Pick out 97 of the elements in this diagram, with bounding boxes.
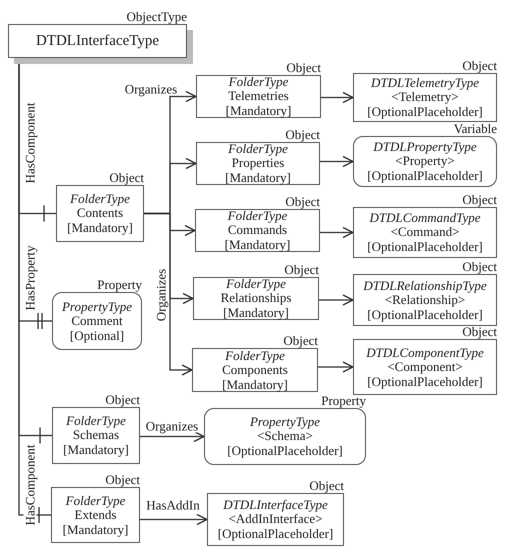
type-name: DTDLCommandType (370, 211, 480, 225)
connector (144, 212, 193, 376)
node-class-label: Variable (454, 122, 497, 135)
node-box (193, 277, 319, 320)
browse-name: <Telemetry> (391, 90, 459, 104)
connector (318, 361, 354, 373)
node-box (56, 185, 144, 242)
rounded-box (52, 292, 142, 350)
connector (140, 514, 208, 526)
node-class-label: Object (462, 325, 497, 338)
browse-name: <Property> (395, 154, 455, 168)
modelling-rule: [Optional] (70, 328, 124, 342)
node-box (195, 209, 320, 252)
modelling-rule: [Mandatory] (62, 522, 128, 536)
type-name: DTDLTelemetryType (370, 76, 480, 90)
connector (319, 294, 354, 306)
modelling-rule: [OptionalPlaceholder] (367, 169, 483, 183)
node-box (196, 142, 320, 185)
node-class-label: Object (286, 61, 321, 74)
browse-name: <AddInInterface> (228, 512, 323, 526)
node-box (51, 487, 140, 543)
node-box (207, 493, 344, 546)
browse-name: Telemetries (228, 89, 289, 103)
type-name: FolderType (226, 277, 286, 291)
type-name: DTDLRelationshipType (363, 278, 487, 292)
connector (320, 226, 354, 238)
connector (320, 156, 354, 168)
browse-name: Components (222, 362, 288, 376)
browse-name: <Component> (387, 360, 463, 374)
edge-label: Organizes (124, 82, 178, 96)
type-name: FolderType (225, 348, 285, 362)
browse-name: Properties (232, 156, 284, 170)
node-class-label: Object (462, 260, 497, 273)
type-name: FolderType (66, 494, 126, 508)
type-name: PropertyType (62, 300, 132, 314)
node-class-label: Object (462, 59, 497, 72)
browse-name: <Command> (390, 225, 460, 239)
node-class-label: Object (109, 171, 144, 184)
browse-name: Extends (74, 508, 116, 522)
modelling-rule: [OptionalPlaceholder] (367, 308, 483, 322)
modelling-rule: [Mandatory] (63, 443, 129, 457)
modelling-rule: [Mandatory] (223, 306, 289, 320)
type-name: DTDLComponentType (366, 346, 484, 360)
modelling-rule: [Mandatory] (224, 238, 290, 252)
node-class-label: Object (284, 263, 319, 276)
modelling-rule: [OptionalPlaceholder] (227, 444, 343, 458)
node-box (353, 339, 497, 395)
browse-name: <Schema> (257, 429, 313, 443)
modelling-rule: [Mandatory] (222, 378, 288, 392)
type-name: FolderType (66, 414, 126, 428)
browse-name: Schemas (72, 428, 120, 442)
browse-name: Relationships (220, 291, 292, 305)
edge-label: Organizes (144, 420, 200, 432)
modelling-rule: [OptionalPlaceholder] (367, 374, 483, 388)
node-class-label: Property (97, 278, 142, 291)
type-name: DTDLPropertyType (373, 140, 477, 154)
edge-label: HasProperty (24, 244, 36, 312)
type-name: FolderType (228, 75, 288, 89)
browse-name: Commands (228, 223, 288, 237)
node-class-label: Property (321, 394, 366, 407)
node-class-label: Object (309, 479, 344, 492)
edge-label: HasComponent (24, 102, 36, 184)
edge-label: HasComponent (24, 444, 36, 526)
modelling-rule: [OptionalPlaceholder] (367, 105, 483, 119)
modelling-rule: [Mandatory] (67, 221, 133, 235)
edge-label: HasAddIn (145, 498, 201, 512)
modelling-rule: [OptionalPlaceholder] (367, 240, 483, 254)
modelling-rule: [Mandatory] (225, 171, 291, 185)
node-name: DTDLInterfaceType (36, 34, 160, 48)
rounded-box (204, 408, 366, 465)
node-box (353, 274, 497, 326)
type-name: DTDLInterfaceType (223, 498, 328, 512)
edge-label: Organizes (154, 268, 168, 322)
connector (321, 92, 354, 104)
node-box (52, 407, 140, 464)
connector (140, 430, 205, 442)
node-class-label: Object (285, 195, 320, 208)
type-name: FolderType (70, 192, 130, 206)
node-class-label: Object (462, 193, 497, 206)
node-box (196, 75, 321, 118)
type-name: PropertyType (250, 415, 320, 429)
browse-name: <Relationship> (384, 292, 466, 306)
type-name: FolderType (228, 209, 288, 223)
node-class-label: ObjectType (126, 10, 187, 23)
node-class-label: Object (283, 334, 318, 347)
node-box (353, 207, 497, 258)
node-class-label: Object (105, 393, 140, 406)
node-box (353, 73, 497, 122)
type-name: FolderType (228, 142, 288, 156)
rounded-box (353, 136, 497, 187)
node-box (192, 348, 318, 392)
modelling-rule: [Mandatory] (226, 104, 292, 118)
node-class-label: Object (105, 473, 140, 486)
modelling-rule: [OptionalPlaceholder] (218, 527, 334, 541)
browse-name: Comment (71, 314, 123, 328)
browse-name: Contents (76, 206, 124, 220)
node-class-label: Object (285, 128, 320, 141)
